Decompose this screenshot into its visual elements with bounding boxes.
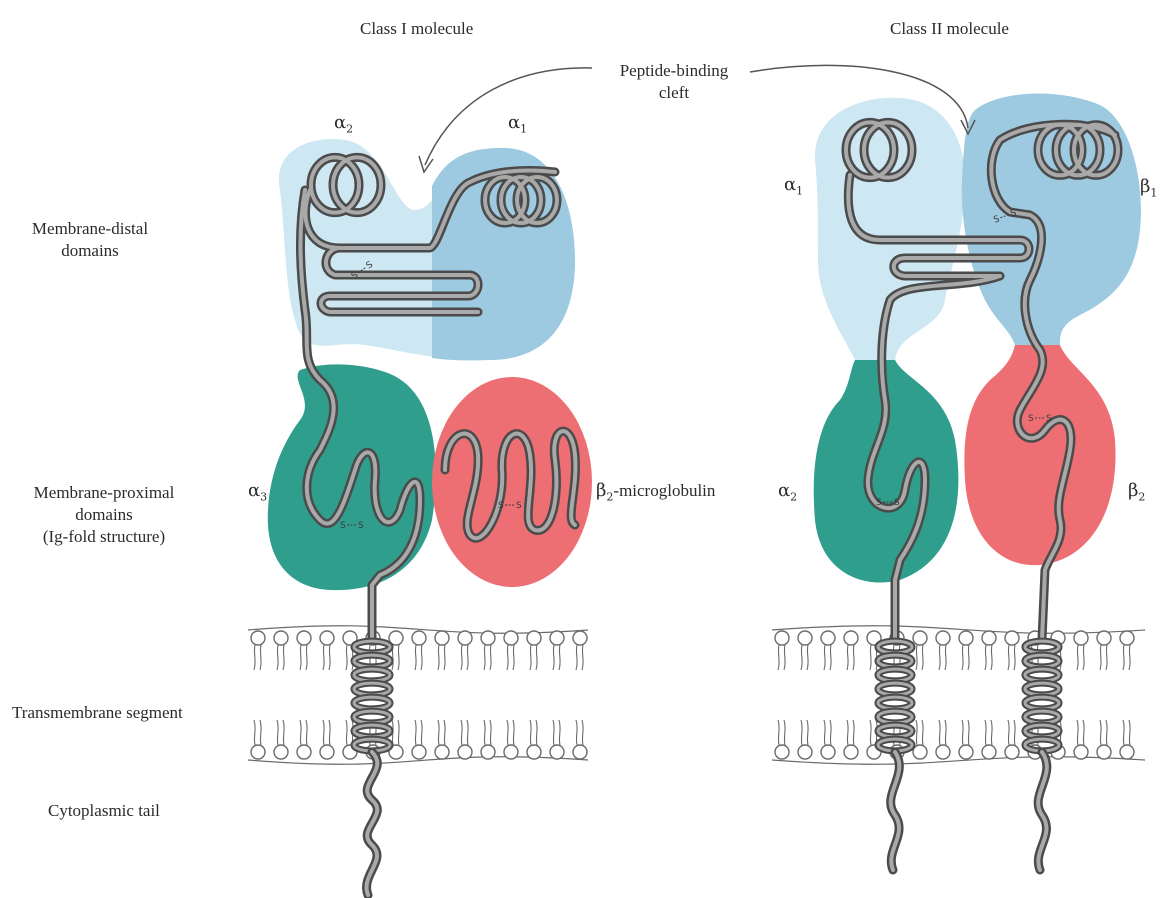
lipid-head-outer — [481, 631, 495, 670]
lipid-head-outer — [297, 631, 311, 670]
lipid-head-outer — [251, 631, 265, 670]
lipid-head-inner — [821, 720, 835, 759]
lipid-head-outer — [959, 631, 973, 670]
peptide-binding-cleft-label: Peptide-binding cleft — [600, 60, 748, 104]
lipid-head-outer — [1005, 631, 1019, 670]
lipid-head-outer — [1120, 631, 1134, 670]
lipid-head-outer — [435, 631, 449, 670]
transmembrane-label: Transmembrane segment — [12, 702, 183, 724]
class1-alpha3-label: α3 — [248, 480, 267, 504]
lipid-head-inner — [1097, 720, 1111, 759]
class2-beta2-label: β2 — [1128, 480, 1145, 504]
lipid-head-outer — [527, 631, 541, 670]
proximal-line2: domains — [4, 504, 204, 526]
lipid-head-inner — [1120, 720, 1134, 759]
lipid-head-outer — [504, 631, 518, 670]
cleft-line2: cleft — [600, 82, 748, 104]
lipid-head-inner — [320, 720, 334, 759]
lipid-head-inner — [982, 720, 996, 759]
proximal-line1: Membrane-proximal — [4, 482, 204, 504]
class1-alpha1-label: α1 — [508, 112, 527, 136]
lipid-head-inner — [775, 720, 789, 759]
lipid-head-outer — [573, 631, 587, 670]
lipid-head-outer — [1097, 631, 1111, 670]
lipid-head-inner — [573, 720, 587, 759]
disulfide-s-right: S — [1046, 414, 1052, 424]
lipid-head-outer — [458, 631, 472, 670]
lipid-head-inner — [798, 720, 812, 759]
disulfide-s-right: S — [358, 521, 364, 531]
class2-beta1-label: β1 — [1140, 176, 1157, 200]
lipid-head-inner — [481, 720, 495, 759]
disulfide-s-left: S — [1028, 414, 1034, 424]
lipid-head-inner — [1074, 720, 1088, 759]
class1-alpha2-label: α2 — [334, 112, 353, 136]
lipid-head-outer — [1074, 631, 1088, 670]
lipid-head-inner — [959, 720, 973, 759]
lipid-head-outer — [821, 631, 835, 670]
disulfide-s-right: S — [516, 501, 522, 511]
distal-line2: domains — [10, 240, 170, 262]
class2-heading: Class II molecule — [890, 18, 1009, 40]
lipid-head-inner — [550, 720, 564, 759]
class1-beta2m-domain — [432, 377, 592, 587]
cleft-line1: Peptide-binding — [600, 60, 748, 82]
class1-membrane — [248, 626, 588, 765]
class2-alpha1-label: α1 — [784, 174, 803, 198]
membrane-proximal-label: Membrane-proximal domains (Ig-fold struc… — [4, 482, 204, 548]
lipid-head-outer — [982, 631, 996, 670]
lipid-head-inner — [844, 720, 858, 759]
class1-heading: Class I molecule — [360, 18, 473, 40]
lipid-head-inner — [389, 720, 403, 759]
lipid-head-outer — [274, 631, 288, 670]
lipid-head-outer — [320, 631, 334, 670]
lipid-head-outer — [936, 631, 950, 670]
class1-beta2m-label: β2-microglobulin — [596, 480, 715, 504]
cytoplasmic-label: Cytoplasmic tail — [48, 800, 160, 822]
lipid-head-outer — [775, 631, 789, 670]
lipid-head-outer — [550, 631, 564, 670]
membrane-distal-label: Membrane-distal domains — [10, 218, 170, 262]
distal-line1: Membrane-distal — [10, 218, 170, 240]
lipid-head-inner — [1005, 720, 1019, 759]
lipid-head-inner — [936, 720, 950, 759]
lipid-head-outer — [844, 631, 858, 670]
lipid-head-inner — [458, 720, 472, 759]
lipid-head-outer — [913, 631, 927, 670]
lipid-head-inner — [274, 720, 288, 759]
proximal-line3: (Ig-fold structure) — [4, 526, 204, 548]
lipid-head-inner — [435, 720, 449, 759]
lipid-head-outer — [412, 631, 426, 670]
lipid-head-inner — [412, 720, 426, 759]
lipid-head-inner — [251, 720, 265, 759]
disulfide-s-left: S — [876, 498, 882, 508]
disulfide-s-right: S — [894, 498, 900, 508]
class2-membrane — [772, 626, 1145, 765]
disulfide-s-left: S — [498, 501, 504, 511]
class2-alpha2-label: α2 — [778, 480, 797, 504]
lipid-head-inner — [297, 720, 311, 759]
disulfide-s-left: S — [340, 521, 346, 531]
lipid-head-inner — [504, 720, 518, 759]
lipid-head-outer — [798, 631, 812, 670]
lipid-head-inner — [913, 720, 927, 759]
lipid-head-inner — [527, 720, 541, 759]
